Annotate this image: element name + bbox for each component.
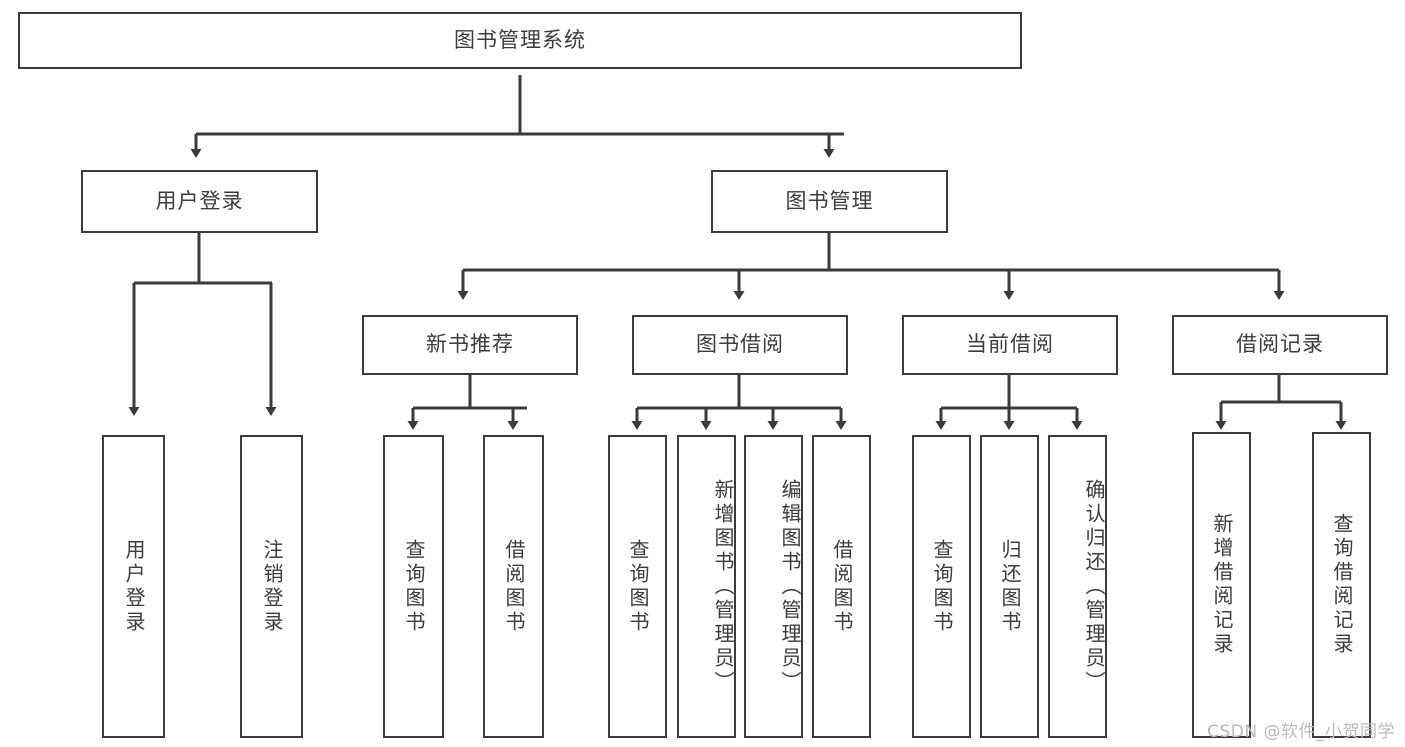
- node-leaf-query-book-1-label: 查询图书: [402, 538, 426, 635]
- node-leaf-add-book-label: 新增图书（管理员）: [711, 478, 735, 695]
- node-user-login-label: 用户登录: [155, 188, 244, 213]
- node-leaf-borrow-book-2[interactable]: 借阅图书: [812, 435, 871, 738]
- node-leaf-confirm-return[interactable]: 确认归还（管理员）: [1048, 435, 1107, 738]
- node-borrow-record[interactable]: 借阅记录: [1172, 315, 1388, 375]
- node-leaf-borrow-book-1-label: 借阅图书: [502, 538, 526, 635]
- node-user-login[interactable]: 用户登录: [81, 170, 318, 233]
- node-leaf-user-login-label: 用户登录: [122, 538, 146, 635]
- node-leaf-return-book[interactable]: 归还图书: [980, 435, 1039, 738]
- node-borrow-record-label: 借阅记录: [1236, 332, 1324, 357]
- node-leaf-add-book[interactable]: 新增图书（管理员）: [677, 435, 736, 738]
- node-leaf-borrow-book-2-label: 借阅图书: [830, 538, 854, 635]
- node-leaf-confirm-return-label: 确认归还（管理员）: [1082, 478, 1106, 695]
- node-leaf-user-logout[interactable]: 注销登录: [240, 435, 303, 738]
- node-book-manage-label: 图书管理: [785, 188, 874, 213]
- node-leaf-return-book-label: 归还图书: [998, 538, 1022, 635]
- node-leaf-add-record-label: 新增借阅记录: [1210, 513, 1234, 657]
- node-root[interactable]: 图书管理系统: [18, 12, 1022, 69]
- node-leaf-query-book-2-label: 查询图书: [626, 538, 650, 635]
- node-leaf-edit-book-label: 编辑图书（管理员）: [778, 478, 802, 695]
- node-book-borrow-label: 图书借阅: [696, 332, 784, 357]
- node-leaf-add-record[interactable]: 新增借阅记录: [1192, 432, 1251, 738]
- node-leaf-user-login[interactable]: 用户登录: [102, 435, 165, 738]
- node-leaf-borrow-book-1[interactable]: 借阅图书: [483, 435, 544, 738]
- node-leaf-user-logout-label: 注销登录: [260, 538, 284, 635]
- node-leaf-query-book-2[interactable]: 查询图书: [608, 435, 667, 738]
- node-leaf-edit-book[interactable]: 编辑图书（管理员）: [744, 435, 803, 738]
- csdn-watermark: CSDN @软件_小贺同学: [1207, 722, 1395, 742]
- node-leaf-query-book-1[interactable]: 查询图书: [383, 435, 444, 738]
- node-current-borrow-label: 当前借阅: [966, 332, 1054, 357]
- node-leaf-query-book-3[interactable]: 查询图书: [912, 435, 971, 738]
- node-new-book-recommend-label: 新书推荐: [426, 332, 514, 357]
- node-leaf-query-record[interactable]: 查询借阅记录: [1312, 432, 1371, 738]
- node-leaf-query-record-label: 查询借阅记录: [1330, 513, 1354, 657]
- node-book-manage[interactable]: 图书管理: [711, 170, 948, 233]
- node-root-label: 图书管理系统: [454, 27, 586, 52]
- node-leaf-query-book-3-label: 查询图书: [930, 538, 954, 635]
- node-book-borrow[interactable]: 图书借阅: [632, 315, 848, 375]
- node-new-book-recommend[interactable]: 新书推荐: [362, 315, 578, 375]
- node-current-borrow[interactable]: 当前借阅: [902, 315, 1118, 375]
